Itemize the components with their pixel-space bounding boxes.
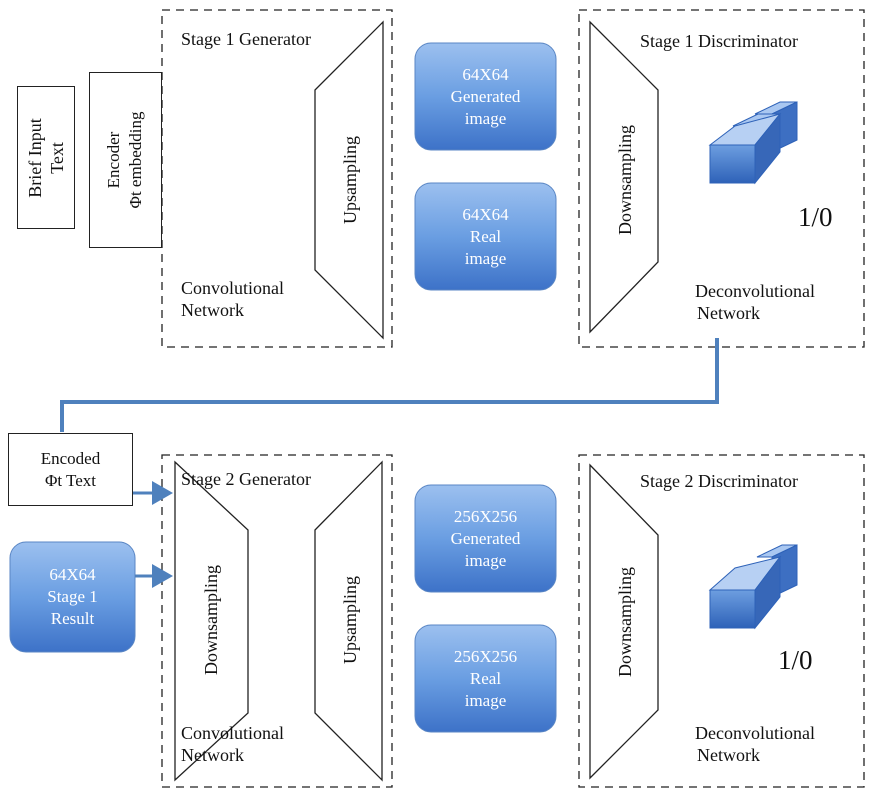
stage2-upsampling-label: Upsampling	[340, 576, 360, 664]
stage-connector-line	[60, 338, 719, 432]
stage2-generated-image-box	[414, 484, 557, 593]
stage1-downsampling-label: Downsampling	[615, 125, 635, 235]
stage2-disc-downsampling-label: Downsampling	[615, 567, 635, 677]
brief-input-text-box	[17, 86, 75, 229]
stage2-generator-title: Stage 2 Generator	[181, 469, 311, 489]
stage1-downsampling-shape	[589, 20, 659, 334]
stage2-downsampling-label: Downsampling	[201, 565, 221, 675]
stage1-output-cube-icon	[708, 101, 798, 185]
stage1-upsampling-shape	[314, 20, 384, 340]
stage2-disc-downsampling-shape	[589, 463, 659, 780]
stage1-discriminator-frame	[578, 9, 865, 348]
stage1-discriminator-network-label: Deconvolutional Network	[695, 281, 815, 323]
stage1-output-value: 1/0	[798, 202, 833, 232]
stage2-downsampling-shape	[174, 460, 249, 782]
stage1-generated-image-text: 64X64 Generated image	[450, 64, 521, 128]
stage2-output-cube-icon	[708, 544, 798, 630]
stage2-real-image-text: 256X256 Real image	[453, 646, 518, 710]
stage1-result-text: 64X64 Stage 1 Result	[47, 565, 98, 628]
encoder-box	[89, 72, 162, 248]
stage1-upsampling-label: Upsampling	[340, 136, 360, 224]
encoder-label: Encoder Φt embedding	[104, 111, 145, 209]
stage1-generator-title: Stage 1 Generator	[181, 29, 311, 49]
stage2-discriminator-network-label: Deconvolutional Network	[695, 723, 815, 765]
stage2-generator-frame	[161, 454, 393, 788]
stage2-discriminator-title: Stage 2 Discriminator	[640, 471, 798, 491]
encoded-text-box	[8, 433, 133, 506]
stage1-result-box	[9, 541, 136, 653]
brief-input-text-label: Brief Input Text	[25, 118, 67, 198]
stage2-upsampling-shape	[314, 460, 383, 782]
stage2-generated-image-text: 256X256 Generated image	[450, 506, 521, 570]
stage1-generated-image-box	[414, 42, 557, 151]
encoded-text-label: Encoded Φt Text	[40, 449, 101, 490]
stage1-real-image-text: 64X64 Real image	[462, 204, 509, 268]
stage1-discriminator-title: Stage 1 Discriminator	[640, 31, 798, 51]
stage2-discriminator-frame	[578, 454, 865, 788]
stage2-output-value: 1/0	[778, 645, 813, 675]
stage1-real-image-box	[414, 182, 557, 291]
stage1-generator-frame	[161, 9, 393, 348]
stage2-real-image-box	[414, 624, 557, 733]
stage1-generator-network-label: Convolutional Network	[181, 278, 284, 320]
stage2-generator-network-label: Convolutional Network	[181, 723, 284, 765]
